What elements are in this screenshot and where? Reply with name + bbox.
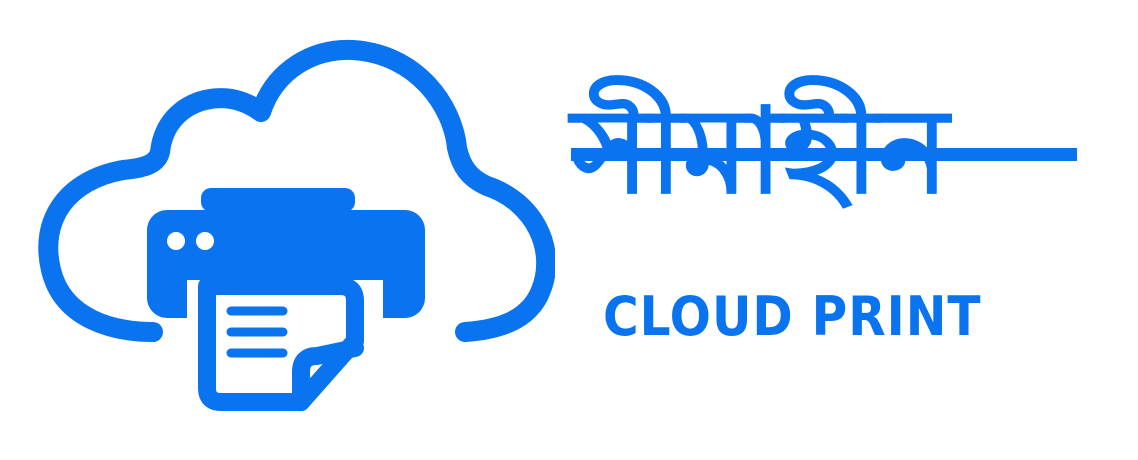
brand-wordmark: সীমাহীন CLOUD PRINT: [565, 92, 1085, 372]
printer-light-2: [196, 232, 214, 250]
paper-sheet: [198, 277, 364, 411]
cloud-outline: [38, 39, 555, 342]
printer-top: [201, 188, 355, 212]
brand-subtitle: CLOUD PRINT: [603, 285, 982, 348]
paper-curl: [292, 339, 364, 411]
cloud-printer-icon: [38, 39, 555, 422]
printer-light-1: [167, 232, 185, 250]
brand-title: সীমাহীন: [571, 82, 949, 220]
bengali-headline-bar: [571, 148, 1077, 161]
